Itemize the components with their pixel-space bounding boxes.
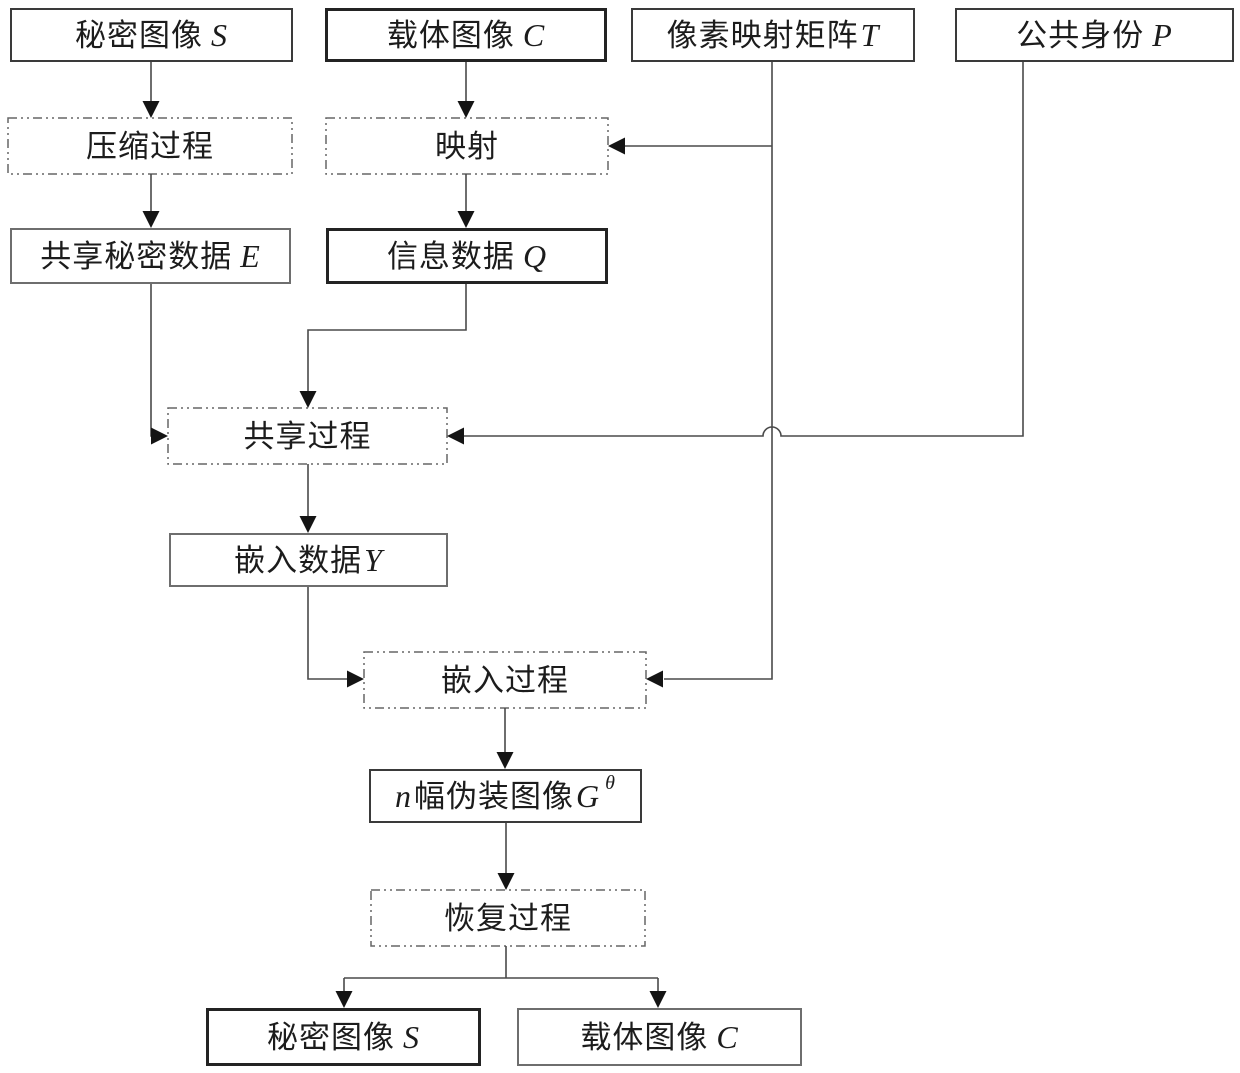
edge-y-to-embedding — [307, 587, 347, 680]
edge-recovery-split — [343, 946, 659, 991]
node-label: 嵌入数据 — [234, 542, 363, 578]
arrowhead — [496, 752, 514, 769]
edge-e-to-sharing — [150, 284, 152, 437]
arrowhead — [646, 670, 663, 688]
edge-p-to-sharing-with-hop — [464, 62, 1024, 437]
edge-t-down-to-embedding — [664, 62, 773, 680]
node-embedded-data: 嵌入数据 Y — [169, 533, 448, 587]
node-label: 像素映射矩阵 — [666, 17, 859, 53]
arrowhead — [347, 670, 364, 688]
arrowhead — [335, 991, 353, 1008]
arrowhead — [142, 211, 160, 228]
node-shared-secret-data: 共享秘密数据 E — [10, 228, 291, 284]
arrowhead — [299, 516, 317, 533]
node-label: 秘密图像 — [267, 1019, 395, 1055]
node-sharing-process: 共享过程 — [168, 408, 447, 464]
node-label: 幅伪装图像 — [414, 778, 575, 814]
arrowhead — [151, 427, 168, 445]
node-label: 共享秘密数据 — [40, 238, 233, 274]
node-label: 嵌入过程 — [441, 662, 569, 698]
node-cover-image-top: 载体图像 C — [325, 8, 607, 62]
node-variable: C — [716, 1019, 739, 1055]
arrowhead — [457, 211, 475, 228]
arrowhead — [142, 101, 160, 118]
node-label: 载体图像 — [580, 1019, 709, 1055]
node-embedding-process: 嵌入过程 — [364, 652, 646, 708]
arrowhead — [299, 391, 317, 408]
compression-process-frame — [7, 117, 293, 175]
arrowhead — [608, 137, 625, 155]
arrowhead — [497, 873, 515, 890]
node-label: 共享过程 — [243, 418, 372, 454]
node-variable: S — [403, 1019, 420, 1055]
node-secret-image-top: 秘密图像 S — [10, 8, 293, 62]
node-variable: Y — [364, 542, 383, 578]
node-compression-process: 压缩过程 — [8, 118, 292, 174]
node-label: 恢复过程 — [444, 900, 572, 936]
node-variable: G — [576, 778, 601, 814]
node-label: 信息数据 — [386, 238, 515, 274]
node-pixel-mapping-matrix: 像素映射矩阵 T — [631, 8, 915, 62]
node-label: 压缩过程 — [86, 128, 214, 164]
node-label: 公共身份 — [1016, 17, 1145, 53]
node-count-variable: n — [395, 778, 413, 814]
node-variable: Q — [522, 238, 548, 274]
edge-q-to-sharing — [307, 284, 467, 391]
node-cover-image-bottom: 载体图像 C — [517, 1008, 802, 1066]
node-label: 映射 — [435, 128, 499, 164]
node-label: 秘密图像 — [75, 17, 203, 53]
recovery-process-frame — [370, 889, 646, 947]
arrowhead — [649, 991, 667, 1008]
node-secret-image-bottom: 秘密图像 S — [206, 1008, 481, 1066]
node-information-data: 信息数据 Q — [326, 228, 608, 284]
arrowhead — [447, 427, 464, 445]
node-stego-images: n 幅伪装图像 G θ — [369, 769, 642, 823]
node-variable: P — [1152, 17, 1173, 53]
mapping-frame — [325, 117, 609, 175]
arrowhead — [457, 101, 475, 118]
node-recovery-process: 恢复过程 — [371, 890, 645, 946]
node-variable: T — [860, 17, 880, 53]
node-public-identity: 公共身份 P — [955, 8, 1234, 62]
node-variable: C — [522, 17, 546, 53]
node-superscript: θ — [605, 772, 616, 794]
node-variable: S — [211, 17, 228, 53]
node-label: 载体图像 — [386, 17, 515, 53]
node-mapping: 映射 — [326, 118, 608, 174]
node-variable: E — [240, 238, 261, 274]
